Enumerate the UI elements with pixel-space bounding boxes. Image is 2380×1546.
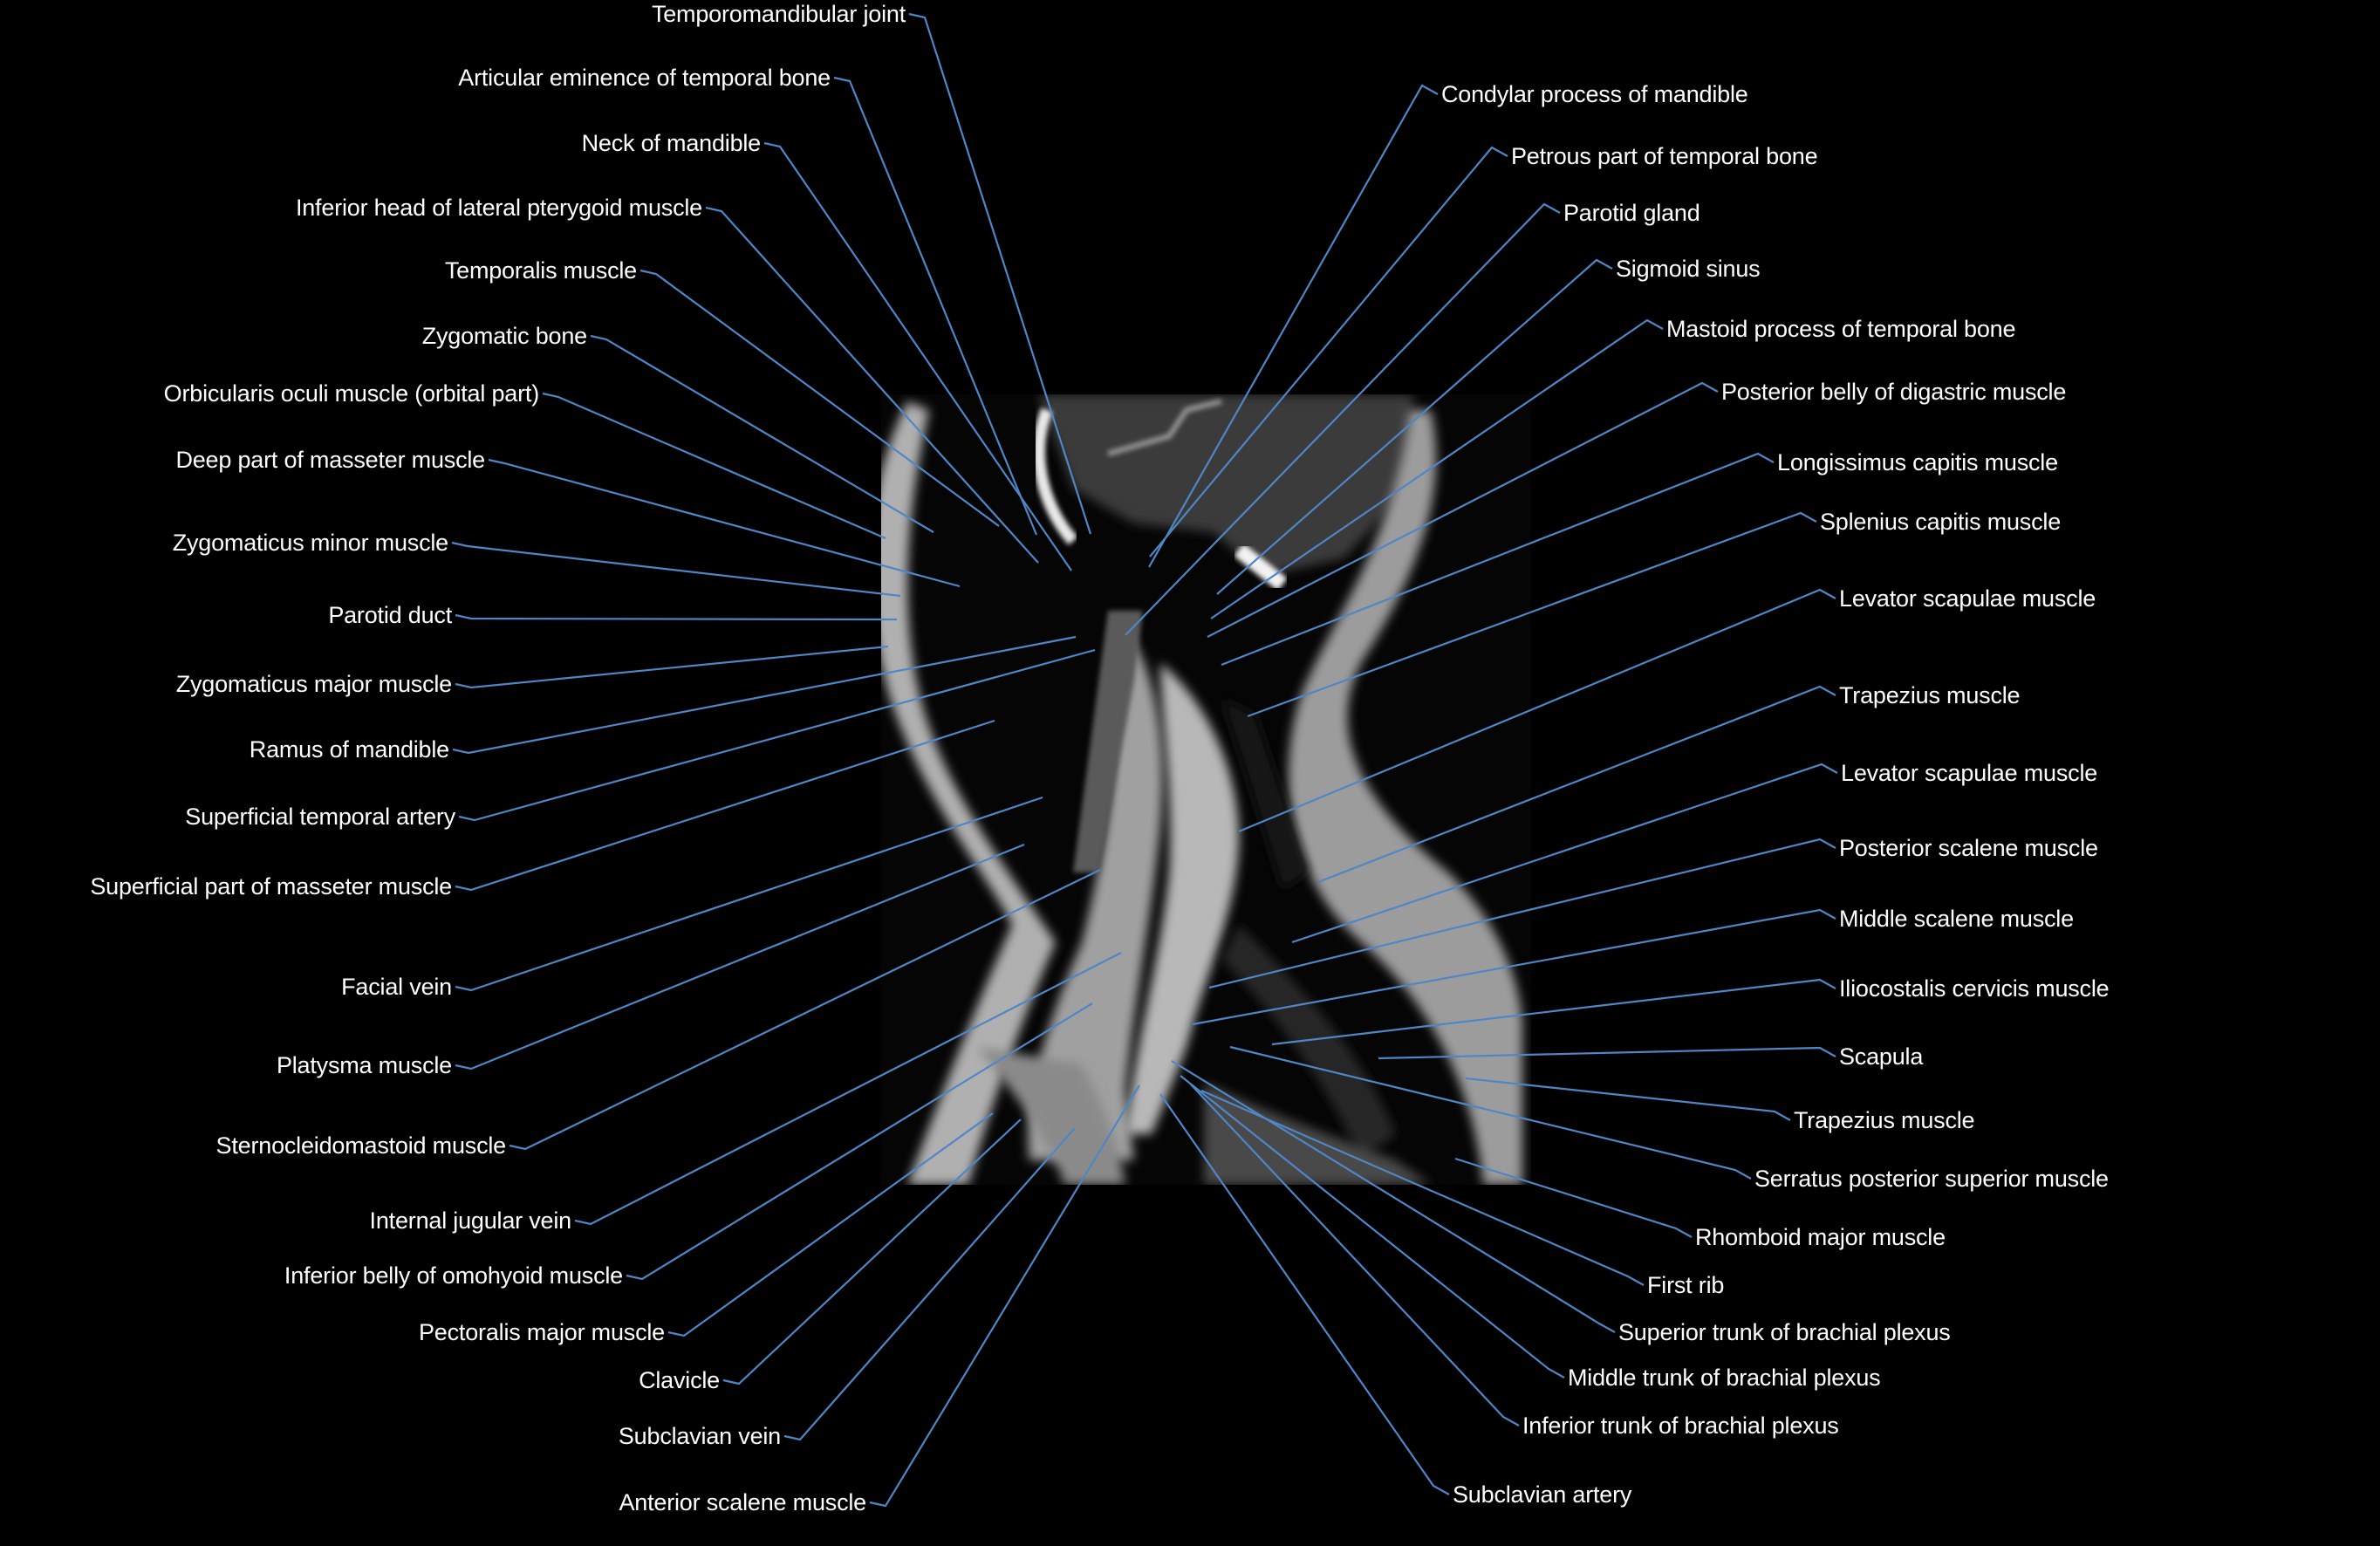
anatomy-label: Temporomandibular joint bbox=[651, 1, 906, 27]
leader-line bbox=[574, 952, 1122, 1226]
leader-line bbox=[783, 1127, 1076, 1441]
leader-line bbox=[488, 458, 961, 588]
leader-line bbox=[1148, 84, 1439, 568]
leader-line bbox=[1180, 1075, 1565, 1378]
leader-line bbox=[1291, 763, 1838, 944]
anatomy-label: Mastoid process of temporal bone bbox=[1666, 316, 2016, 342]
leader-line bbox=[1221, 452, 1775, 667]
leader-line bbox=[1207, 381, 1719, 638]
leader-line bbox=[1192, 908, 1836, 1026]
anatomy-label: Clavicle bbox=[639, 1367, 720, 1393]
anatomy-label: Deep part of masseter muscle bbox=[175, 447, 485, 473]
anatomy-label: Inferior belly of omohyoid muscle bbox=[284, 1262, 623, 1289]
anatomy-label: Longissimus capitis muscle bbox=[1777, 449, 2058, 475]
leader-line bbox=[1210, 318, 1664, 619]
leader-line bbox=[1317, 685, 1836, 884]
anatomy-label: Serratus posterior superior muscle bbox=[1754, 1166, 2109, 1192]
anatomy-label: Articular eminence of temporal bone bbox=[458, 65, 831, 91]
anatomy-label: Anterior scalene muscle bbox=[619, 1489, 866, 1515]
leader-line bbox=[542, 392, 886, 540]
anatomy-label: Neck of mandible bbox=[581, 130, 762, 156]
anatomy-label: Sternocleidomastoid muscle bbox=[215, 1132, 507, 1159]
leader-line bbox=[1238, 588, 1836, 833]
anatomy-label: Internal jugular vein bbox=[369, 1207, 572, 1234]
leader-line bbox=[1216, 258, 1613, 595]
anatomy-label: Inferior trunk of brachial plexus bbox=[1522, 1413, 1839, 1439]
leader-line bbox=[1208, 838, 1836, 989]
anatomy-label: Superficial part of masseter muscle bbox=[90, 873, 452, 900]
leader-line bbox=[869, 1084, 1140, 1508]
anatomy-label: Splenius capitis muscle bbox=[1820, 509, 2062, 535]
anatomy-label: Iliocostalis cervicis muscle bbox=[1839, 975, 2110, 1002]
anatomy-label: Scapula bbox=[1839, 1043, 1924, 1070]
anatomy-label: Zygomatic bone bbox=[421, 323, 588, 349]
anatomy-label: Orbicularis oculi muscle (orbital part) bbox=[163, 380, 540, 407]
leader-line bbox=[705, 206, 1039, 564]
leader-line bbox=[1229, 1045, 1752, 1180]
leader-line bbox=[1190, 1084, 1520, 1426]
leader-line bbox=[626, 1002, 1093, 1281]
leader-line bbox=[667, 1112, 994, 1337]
leader-line bbox=[455, 613, 898, 621]
leader-line bbox=[1271, 978, 1836, 1046]
anatomy-label: Middle scalene muscle bbox=[1839, 906, 2074, 932]
anatomy-label: Posterior scalene muscle bbox=[1839, 835, 2098, 861]
leader-line bbox=[1378, 1046, 1836, 1060]
leader-line bbox=[509, 869, 1101, 1151]
anatomy-label: Parotid gland bbox=[1563, 200, 1700, 226]
anatomy-label: Superior trunk of brachial plexus bbox=[1618, 1319, 1951, 1345]
anatomy-label: Zygomaticus major muscle bbox=[175, 671, 452, 697]
anatomy-label: Middle trunk of brachial plexus bbox=[1568, 1365, 1881, 1391]
anatomy-label: Levator scapulae muscle bbox=[1841, 760, 2098, 786]
anatomy-label: Rhomboid major muscle bbox=[1695, 1224, 1946, 1250]
leader-line bbox=[722, 1118, 1022, 1385]
anatomy-label: Subclavian vein bbox=[618, 1423, 781, 1449]
leader-line bbox=[1171, 1060, 1616, 1333]
anatomy-label: Parotid duct bbox=[328, 602, 452, 628]
leader-line bbox=[1465, 1077, 1791, 1121]
leader-line bbox=[1159, 1093, 1450, 1495]
leader-line bbox=[908, 12, 1092, 535]
anatomy-label: Sigmoid sinus bbox=[1616, 256, 1761, 282]
anatomy-label: Superficial temporal artery bbox=[185, 804, 455, 830]
anatomy-label: First rib bbox=[1647, 1272, 1725, 1298]
anatomy-label: Posterior belly of digastric muscle bbox=[1721, 379, 2067, 405]
leader-line bbox=[452, 635, 1077, 755]
leader-line bbox=[1149, 146, 1508, 558]
anatomy-label: Platysma muscle bbox=[276, 1052, 452, 1078]
leader-line bbox=[1200, 1089, 1645, 1286]
anatomy-label: Levator scapulae muscle bbox=[1839, 585, 2096, 612]
anatomy-label: Temporalis muscle bbox=[444, 257, 637, 284]
anatomy-label: Facial vein bbox=[341, 974, 452, 1000]
leader-line bbox=[455, 796, 1043, 992]
leader-line bbox=[451, 541, 901, 598]
anatomy-label: Pectoralis major muscle bbox=[419, 1319, 665, 1345]
leader-line bbox=[1454, 1157, 1693, 1238]
anatomy-label: Zygomaticus minor muscle bbox=[172, 530, 448, 556]
leader-line bbox=[455, 843, 1025, 1071]
anatomy-label: Subclavian artery bbox=[1453, 1481, 1632, 1508]
leader-line bbox=[639, 269, 1000, 527]
anatomy-label: Petrous part of temporal bone bbox=[1511, 143, 1818, 169]
leader-line bbox=[763, 141, 1072, 571]
leader-line bbox=[590, 334, 934, 533]
anatomy-label: Condylar process of mandible bbox=[1441, 81, 1748, 107]
anatomy-label: Inferior head of lateral pterygoid muscl… bbox=[295, 195, 702, 221]
leader-line bbox=[455, 645, 889, 689]
leader-line bbox=[458, 648, 1096, 822]
anatomy-label: Trapezius muscle bbox=[1794, 1107, 1975, 1133]
anatomy-label: Ramus of mandible bbox=[249, 736, 449, 763]
leader-line bbox=[455, 719, 995, 892]
leader-line bbox=[833, 76, 1038, 536]
anatomy-label: Trapezius muscle bbox=[1839, 682, 2021, 708]
leader-line bbox=[1247, 511, 1817, 718]
leader-line bbox=[1125, 202, 1561, 636]
